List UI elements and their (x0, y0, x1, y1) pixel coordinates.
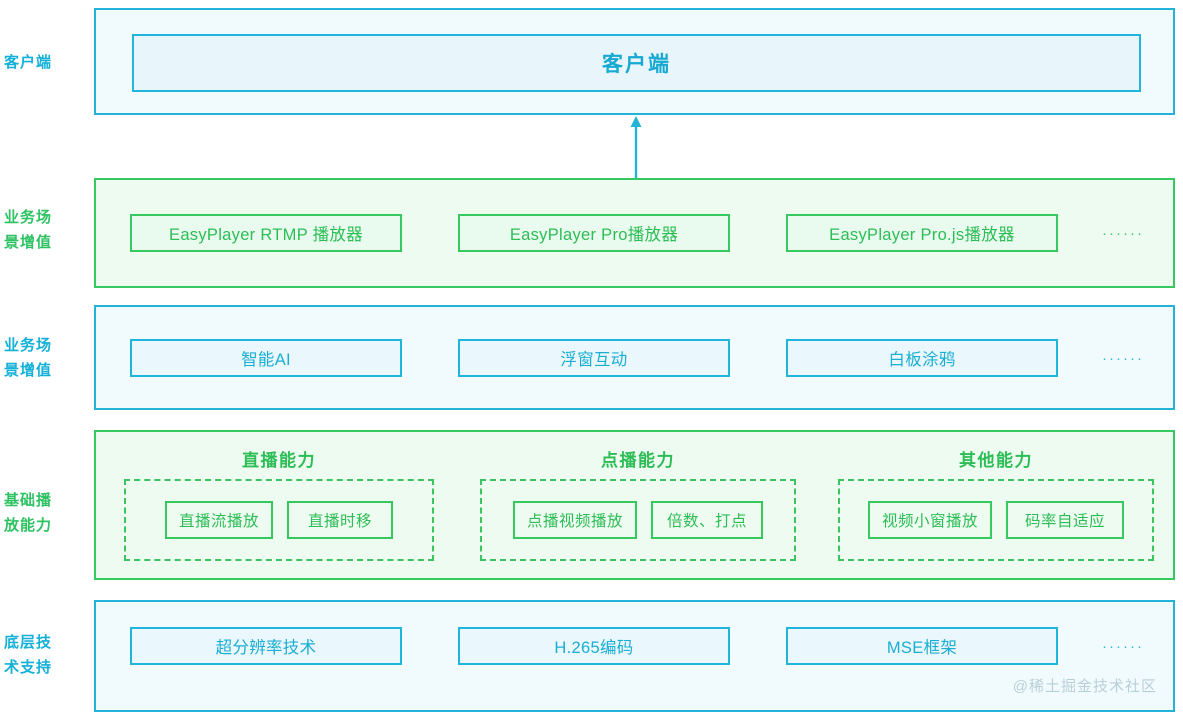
capability-group-other: 其他能力 视频小窗播放 码率自适应 (838, 446, 1154, 561)
chip-label: 超分辨率技术 (215, 639, 317, 657)
watermark: @稀土掘金技术社区 (1012, 678, 1157, 695)
chip-label: 智能AI (241, 351, 291, 369)
row-label-line: 术支持 (4, 659, 53, 676)
cap-chip-label: 直播时移 (307, 513, 372, 530)
chip-mse-framework[interactable]: MSE框架 (786, 627, 1058, 665)
capability-group-vod: 点播能力 点播视频播放 倍数、打点 (480, 446, 796, 561)
chip-easyplayer-projs[interactable]: EasyPlayer Pro.js播放器 (786, 214, 1058, 252)
row-label-line: 业务场 (4, 337, 53, 354)
band-business-green: EasyPlayer RTMP 播放器 EasyPlayer Pro播放器 Ea… (94, 178, 1175, 288)
row-label-line: 景增值 (4, 234, 53, 251)
chip-label: MSE框架 (886, 639, 958, 657)
chip-smart-ai[interactable]: 智能AI (130, 339, 402, 377)
row-label-line: 客户端 (4, 54, 53, 71)
chip-label: 白板涂鸦 (888, 351, 956, 369)
chip-label: 浮窗互动 (560, 351, 628, 369)
chip-h265-encoding[interactable]: H.265编码 (458, 627, 730, 665)
band-underlying-tech: 超分辨率技术 H.265编码 MSE框架 ······ @稀土掘金技术社区 (94, 600, 1175, 712)
cap-chip-label: 点播视频播放 (526, 513, 623, 530)
cap-chip-live-timeshift[interactable]: 直播时移 (287, 501, 393, 539)
row-label-basic-playback: 基础播 放能力 (0, 488, 94, 538)
row-label-line: 放能力 (4, 517, 53, 534)
ellipsis-more: ······ (1102, 224, 1144, 242)
cap-chip-label: 视频小窗播放 (881, 513, 978, 530)
chip-floating-window[interactable]: 浮窗互动 (458, 339, 730, 377)
row-label-line: 底层技 (4, 634, 53, 651)
chip-label: EasyPlayer RTMP 播放器 (169, 226, 363, 244)
chip-label: EasyPlayer Pro.js播放器 (829, 226, 1015, 244)
chip-super-resolution[interactable]: 超分辨率技术 (130, 627, 402, 665)
row-label-business-blue: 业务场 景增值 (0, 333, 94, 383)
chip-label: 客户端 (602, 53, 671, 76)
chip-client[interactable]: 客户端 (132, 34, 1141, 92)
cap-chip-pip-play[interactable]: 视频小窗播放 (868, 501, 992, 539)
row-label-line: 基础播 (4, 492, 53, 509)
capability-dashed-box: 点播视频播放 倍数、打点 (480, 479, 796, 561)
row-label-business-green: 业务场 景增值 (0, 205, 94, 255)
cap-chip-label: 直播流播放 (178, 513, 259, 530)
band-client: 客户端 (94, 8, 1175, 115)
capability-group-title: 直播能力 (242, 451, 316, 470)
capability-dashed-box: 视频小窗播放 码率自适应 (838, 479, 1154, 561)
row-label-line: 业务场 (4, 209, 53, 226)
capability-dashed-box: 直播流播放 直播时移 (124, 479, 434, 561)
chip-label: H.265编码 (554, 639, 634, 657)
chip-label: EasyPlayer Pro播放器 (509, 226, 679, 244)
cap-chip-label: 倍数、打点 (666, 513, 747, 530)
capability-group-title: 点播能力 (601, 451, 675, 470)
cap-chip-vod-play[interactable]: 点播视频播放 (513, 501, 637, 539)
capability-group-live: 直播能力 直播流播放 直播时移 (124, 446, 434, 561)
cap-chip-abr[interactable]: 码率自适应 (1006, 501, 1124, 539)
cap-chip-speed-marker[interactable]: 倍数、打点 (651, 501, 763, 539)
ellipsis-more: ······ (1102, 349, 1144, 367)
chip-whiteboard[interactable]: 白板涂鸦 (786, 339, 1058, 377)
row-label-underlying-tech: 底层技 术支持 (0, 630, 94, 680)
ellipsis-more: ······ (1102, 637, 1144, 655)
chip-easyplayer-rtmp[interactable]: EasyPlayer RTMP 播放器 (130, 214, 402, 252)
band-business-blue: 智能AI 浮窗互动 白板涂鸦 ······ (94, 305, 1175, 410)
row-label-line: 景增值 (4, 362, 53, 379)
capability-group-title: 其他能力 (959, 451, 1033, 470)
cap-chip-live-stream[interactable]: 直播流播放 (165, 501, 273, 539)
band-basic-playback: 直播能力 直播流播放 直播时移 点播能力 点播视频播放 倍数、打点 (94, 430, 1175, 580)
cap-chip-label: 码率自适应 (1024, 513, 1105, 530)
arrow-up-icon (629, 115, 643, 178)
chip-easyplayer-pro[interactable]: EasyPlayer Pro播放器 (458, 214, 730, 252)
row-label-client: 客户端 (0, 50, 94, 75)
